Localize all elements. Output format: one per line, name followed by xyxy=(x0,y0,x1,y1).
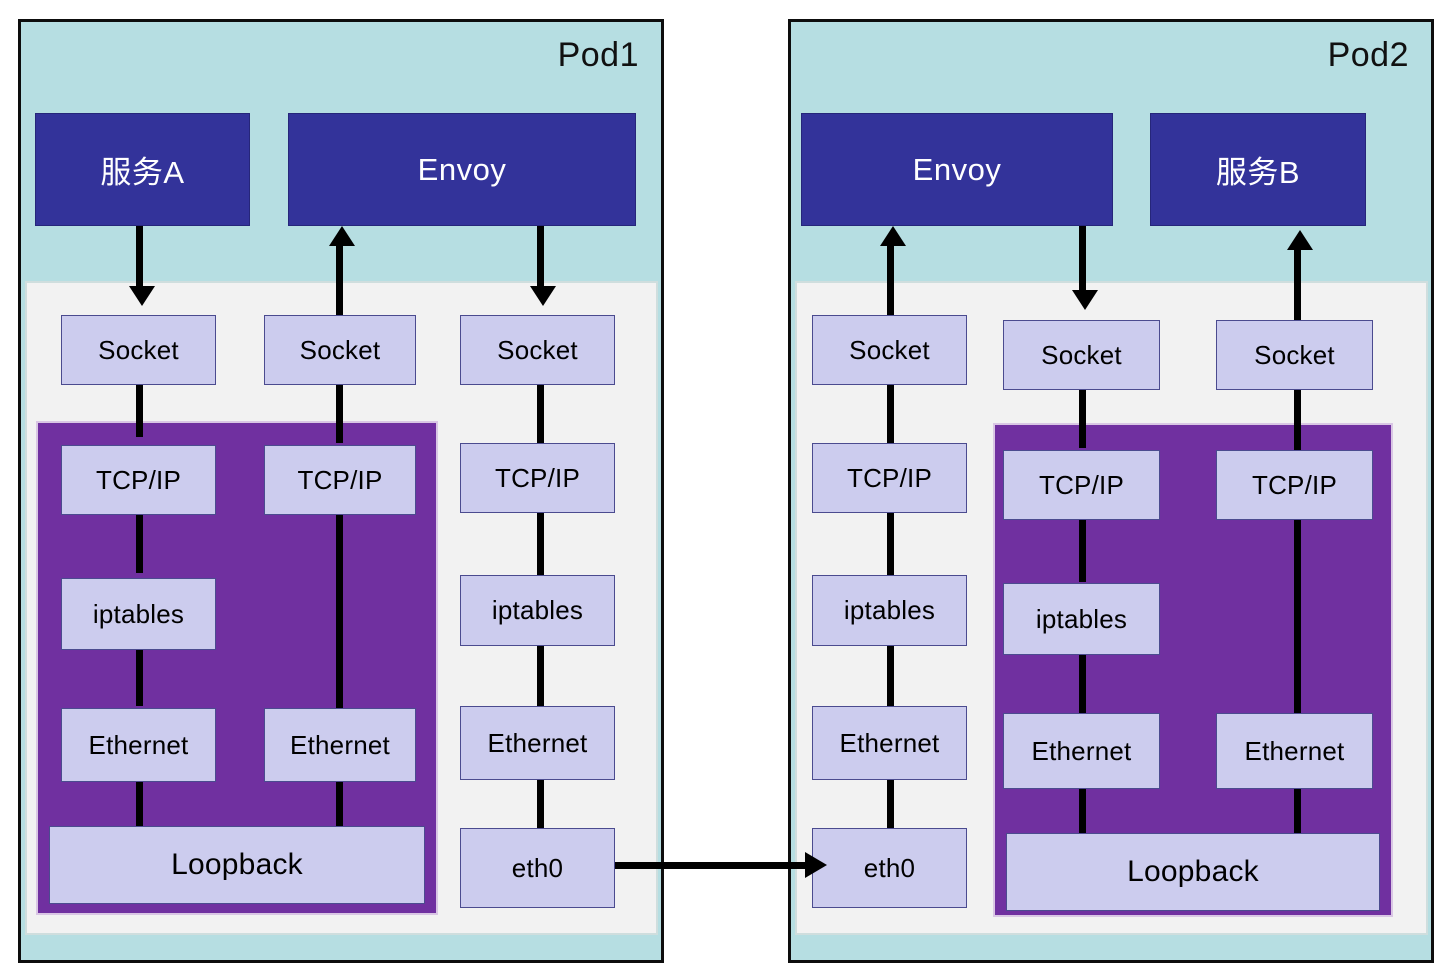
pod-1-c3-tcpip[interactable]: TCP/IP xyxy=(460,443,615,513)
pod-1-c1-tcpip[interactable]: TCP/IP xyxy=(61,445,216,515)
pod-1-c1-link-socket-tcp xyxy=(136,385,143,437)
pod-1-eth0[interactable]: eth0 xyxy=(460,828,615,908)
pod-1-service-a-box[interactable]: 服务A xyxy=(35,113,250,226)
pod-1-arrow-envoy-out-line xyxy=(537,226,544,292)
pod-2-c2-tcpip-label: TCP/IP xyxy=(1039,469,1124,500)
pod-2-c1-tcpip[interactable]: TCP/IP xyxy=(812,443,967,513)
pod-2-loopback-box[interactable]: Loopback xyxy=(1006,833,1380,911)
pod-2-c2-link-iptables-eth xyxy=(1079,655,1086,713)
pod-2-c1-iptables-label: iptables xyxy=(843,595,936,625)
pod-1-c1-iptables-label: iptables xyxy=(92,598,185,629)
pod-2-c2-ethernet[interactable]: Ethernet xyxy=(1003,713,1160,789)
pod-1-c1-ethernet-label: Ethernet xyxy=(88,729,189,760)
pod-2-c3-ethernet[interactable]: Ethernet xyxy=(1216,713,1373,789)
inter-pod-link-line xyxy=(615,862,807,869)
pod-2-arrow-envoy-in-head xyxy=(880,226,906,246)
pod-2-c2-iptables[interactable]: iptables xyxy=(1003,583,1160,655)
pod-1-c2-socket-label: Socket xyxy=(299,334,381,365)
pod-2-service-b-label: 服务B xyxy=(1215,155,1301,190)
pod-2-c3-socket-label: Socket xyxy=(1254,339,1335,370)
pod-1-arrow-envoy-out-head xyxy=(530,286,556,306)
pod-1-arrow-envoy-in-line xyxy=(336,236,343,322)
pod-1-c3-socket-label: Socket xyxy=(497,334,578,365)
pod-1-label: Pod1 xyxy=(557,36,639,74)
pod-2-c2-link-tcp-iptables xyxy=(1079,520,1086,582)
pod-1-envoy-label: Envoy xyxy=(417,151,507,187)
pod-2-c2-ethernet-label: Ethernet xyxy=(1031,735,1132,766)
pod-1-c1-socket[interactable]: Socket xyxy=(61,315,216,385)
pod-1-c1-link-iptables-eth xyxy=(136,650,143,706)
pod-2-c1-link-tcp-iptables xyxy=(887,513,894,575)
pod-1-c3-tcpip-label: TCP/IP xyxy=(495,462,580,493)
pod-2-c3-link-tcp-eth xyxy=(1294,520,1301,713)
pod-2-c1-tcpip-label: TCP/IP xyxy=(847,462,932,493)
pod-1-c2-link-socket-tcp xyxy=(336,385,343,443)
pod-2-c2-link-socket-tcp xyxy=(1079,390,1086,448)
pod-1-envoy-box[interactable]: Envoy xyxy=(288,113,636,226)
pod-2-loopback-label: Loopback xyxy=(1127,855,1259,888)
pod-2-c1-ethernet[interactable]: Ethernet xyxy=(812,706,967,780)
pod-1-service-a-label: 服务A xyxy=(100,155,185,190)
pod-1-c2-ethernet-label: Ethernet xyxy=(290,729,390,760)
pod-1-c2-tcpip[interactable]: TCP/IP xyxy=(264,445,416,515)
pod-1-loopback-label: Loopback xyxy=(171,848,303,881)
pod-1-c3-iptables[interactable]: iptables xyxy=(460,575,615,646)
pod-2-c3-ethernet-label: Ethernet xyxy=(1244,735,1345,766)
pod-1-c3-ethernet[interactable]: Ethernet xyxy=(460,706,615,780)
pod-2-eth0-label: eth0 xyxy=(863,852,916,883)
pod-2-arrow-envoy-in-line xyxy=(887,236,894,322)
inter-pod-link-arrowhead xyxy=(805,852,827,878)
pod-1-c3-socket[interactable]: Socket xyxy=(460,315,615,385)
pod-1-c3-ethernet-label: Ethernet xyxy=(487,727,588,758)
pod-2-service-b-box[interactable]: 服务B xyxy=(1150,113,1366,226)
pod-1-eth0-label: eth0 xyxy=(511,852,564,883)
pod-1-c2-link-eth-loopback xyxy=(336,782,343,826)
pod-2-arrow-service-b-head xyxy=(1287,230,1313,250)
pod-1-c1-socket-label: Socket xyxy=(98,334,179,365)
pod-2-c3-link-socket-tcp xyxy=(1294,390,1301,450)
pod-1-c2-socket[interactable]: Socket xyxy=(264,315,416,385)
pod-2-c2-socket[interactable]: Socket xyxy=(1003,320,1160,390)
pod-1-c1-tcpip-label: TCP/IP xyxy=(96,464,181,495)
pod-2-arrow-envoy-out-head xyxy=(1072,290,1098,310)
pod-1-c2-ethernet[interactable]: Ethernet xyxy=(264,708,416,782)
pod-2-c3-socket[interactable]: Socket xyxy=(1216,320,1373,390)
pod-2-c2-link-eth-loopback xyxy=(1079,789,1086,833)
pod-2-c2-socket-label: Socket xyxy=(1041,339,1122,370)
pod-2-c1-socket[interactable]: Socket xyxy=(812,315,967,385)
pod-2-envoy-label: Envoy xyxy=(912,151,1002,187)
pod-2-arrow-service-b-line xyxy=(1294,240,1301,326)
pod-2-envoy-box[interactable]: Envoy xyxy=(801,113,1113,226)
pod-2-c3-link-eth-loopback xyxy=(1294,789,1301,833)
pod-2-c1-link-eth-eth0 xyxy=(887,780,894,828)
pod-2-c1-socket-label: Socket xyxy=(849,334,930,365)
pod-2-c1-iptables[interactable]: iptables xyxy=(812,575,967,646)
pod-2-c3-tcpip-label: TCP/IP xyxy=(1252,469,1337,500)
pod-2-label: Pod2 xyxy=(1327,36,1409,74)
pod-2-c2-iptables-label: iptables xyxy=(1035,603,1128,634)
pod-1-c3-link-tcp-iptables xyxy=(537,513,544,575)
pod-1-loopback-box[interactable]: Loopback xyxy=(49,826,425,904)
pod-2-eth0[interactable]: eth0 xyxy=(812,828,967,908)
pod-1-arrow-a-line xyxy=(136,226,143,292)
pod-1-c1-iptables[interactable]: iptables xyxy=(61,578,216,650)
pod-1-c3-link-socket-tcp xyxy=(537,385,544,443)
pod-1-c1-link-eth-loopback xyxy=(136,782,143,826)
pod-1-c2-link-tcp-eth xyxy=(336,515,343,708)
pod-2-c2-tcpip[interactable]: TCP/IP xyxy=(1003,450,1160,520)
pod-1-c2-tcpip-label: TCP/IP xyxy=(297,464,383,495)
pod-1-c3-link-eth-eth0 xyxy=(537,780,544,828)
pod-2-c3-tcpip[interactable]: TCP/IP xyxy=(1216,450,1373,520)
pod-1-c3-iptables-label: iptables xyxy=(491,595,584,625)
pod-1-c1-link-tcp-iptables xyxy=(136,515,143,573)
pod-2-c1-link-socket-tcp xyxy=(887,385,894,443)
pod-2-c1-ethernet-label: Ethernet xyxy=(839,727,940,758)
pod-2-c1-link-iptables-eth xyxy=(887,646,894,706)
pod-1-arrow-envoy-in-head xyxy=(329,226,355,246)
pod-1-arrow-a-head xyxy=(129,286,155,306)
pod-2-arrow-envoy-out-line xyxy=(1079,226,1086,296)
pod-1-c1-ethernet[interactable]: Ethernet xyxy=(61,708,216,782)
pod-1-c3-link-iptables-eth xyxy=(537,646,544,706)
